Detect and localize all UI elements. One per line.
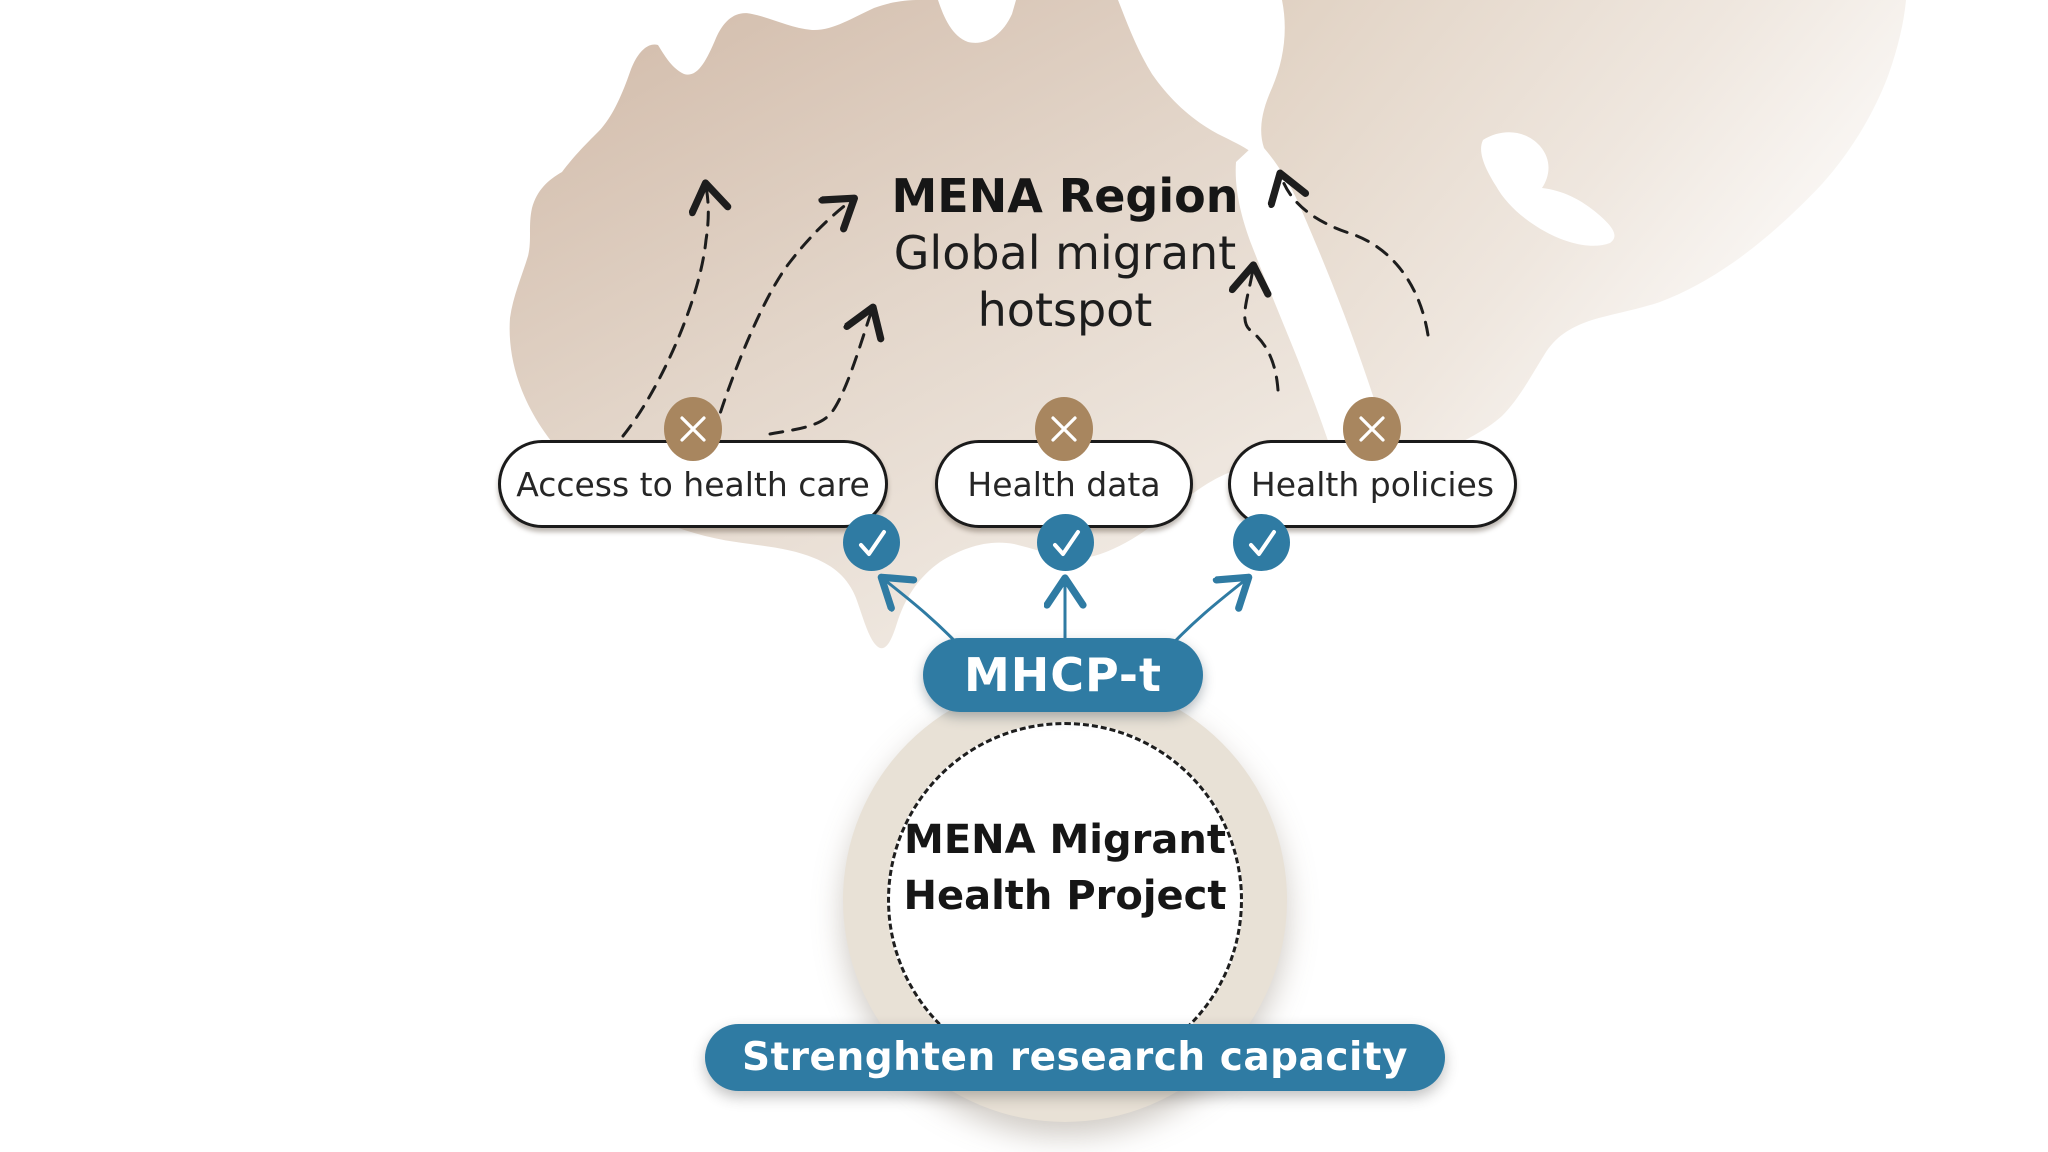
migration-route-3: [768, 310, 872, 436]
hub-pill-mhcp-t: MHCP-t: [923, 638, 1203, 712]
topic-label: Health policies: [1250, 464, 1495, 504]
x-icon: [1359, 416, 1385, 442]
x-badge-access-to-health-care: [664, 397, 722, 461]
x-badge-health-data: [1035, 397, 1093, 461]
banner-label: Strenghten research capacity: [742, 1035, 1408, 1080]
persian-gulf-shape: [1481, 132, 1615, 246]
check-icon: [1248, 529, 1276, 556]
migration-route-arrows: [621, 176, 1430, 438]
x-icon: [680, 416, 706, 442]
project-label-line1: MENA Migrant: [904, 817, 1226, 863]
topic-label: Access to health care: [516, 464, 870, 504]
x-icon: [1051, 416, 1077, 442]
check-badge-health-data: [1037, 514, 1094, 571]
map-title-heading: MENA Region: [891, 169, 1239, 223]
banner-strengthen-research-capacity: Strenghten research capacity: [705, 1024, 1445, 1091]
check-icon: [858, 529, 886, 556]
check-icon: [1052, 529, 1080, 556]
migration-route-1: [621, 186, 708, 438]
project-circle-label: MENA Migrant Health Project: [835, 812, 1295, 924]
topic-pill-health-data: Health data: [935, 440, 1193, 528]
map-subtitle-line1: Global migrant: [893, 226, 1237, 280]
x-badge-health-policies: [1343, 397, 1401, 461]
hub-label: MHCP-t: [963, 648, 1163, 702]
check-badge-health-policies: [1233, 514, 1290, 571]
map-subtitle-line2: hotspot: [977, 283, 1153, 337]
migration-route-5: [1245, 268, 1280, 392]
check-badge-access-to-health-care: [843, 514, 900, 571]
project-label-line2: Health Project: [903, 873, 1227, 919]
map-title: MENA Region Global migrant hotspot: [765, 168, 1365, 339]
red-sea-shape: [1235, 148, 1372, 472]
topic-label: Health data: [967, 464, 1161, 504]
